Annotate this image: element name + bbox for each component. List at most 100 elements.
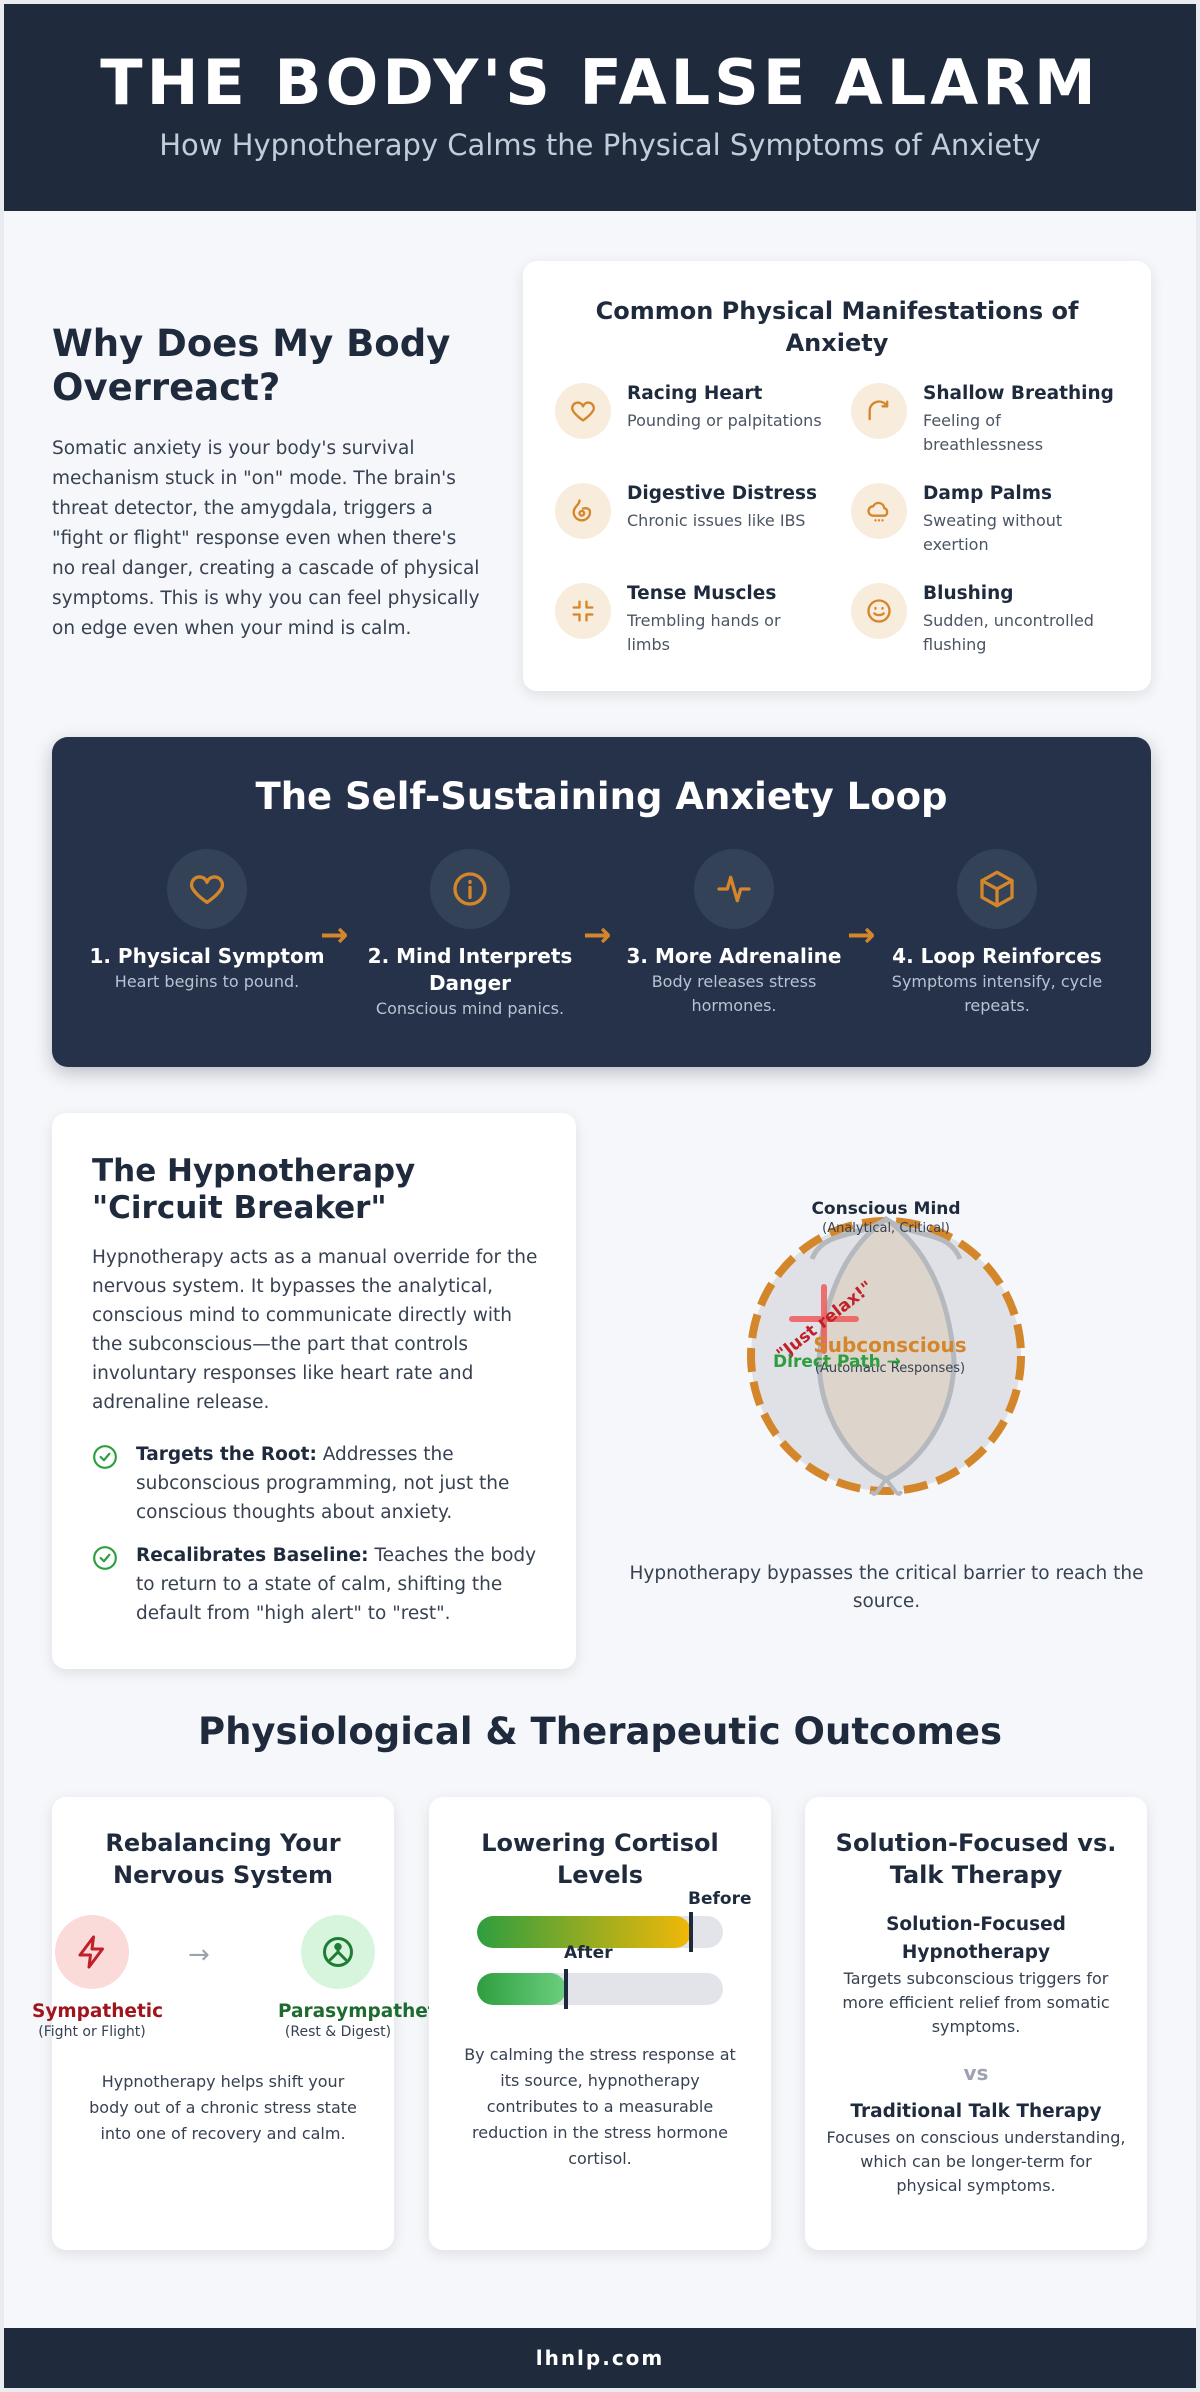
manifestation-title: Shallow Breathing [923,383,1114,404]
manifestation-item: Shallow Breathing Feeling of breathlessn… [851,383,1131,463]
hero-banner: THE BODY'S FALSE ALARM How Hypnotherapy … [4,4,1196,211]
after-bar-track [477,1973,723,2005]
subconscious-sub: (Automatic Responses) [815,1361,965,1376]
loop-title: The Self-Sustaining Anxiety Loop [255,775,948,818]
manifestation-title: Blushing [923,583,1014,604]
before-bar-fill [477,1916,691,1948]
sympathetic-label: Sympathetic [32,2001,164,2022]
conscious-sub: (Analytical, Critical) [822,1221,950,1236]
loop-step-title: 4. Loop Reinforces [892,944,1102,968]
subconscious-label: Subconscious [813,1333,966,1357]
why-title: Why Does My Body Overreact? [52,322,451,409]
loop-step: 2. Mind Interprets Danger Conscious mind… [350,849,590,1021]
stem-curve [870,1477,903,1496]
solution-focused-block: Solution-Focused Hypnotherapy Targets su… [825,1911,1127,2039]
stomach-icon [555,483,611,539]
manifestation-item: Digestive Distress Chronic issues like I… [555,483,835,563]
loop-step-desc: Symptoms intensify, cycle repeats. [891,972,1103,1015]
manifestation-title: Racing Heart [627,383,763,404]
solution-focused-title: Solution-Focused Hypnotherapy [886,1914,1066,1963]
heart-icon [167,849,247,929]
after-marker [564,1969,568,2009]
manifestation-desc: Sweating without exertion [923,511,1063,554]
blocked-cross-icon [789,1284,859,1354]
sympathetic-sub: (Fight or Flight) [38,2024,146,2040]
anxiety-loop-panel: The Self-Sustaining Anxiety Loop 1. Phys… [52,737,1151,1067]
loop-step-title: 2. Mind Interprets Danger [367,944,573,995]
manifestation-desc: Feeling of breathlessness [923,411,1044,454]
mind-diagram: Conscious Mind (Analytical, Critical) "J… [747,1199,1025,1496]
outcomes-title: Physiological & Therapeutic Outcomes [197,1710,1003,1753]
loop-step-title: 1. Physical Symptom [89,944,325,968]
conscious-label: Conscious Mind [811,1199,960,1219]
loop-step-desc: Body releases stress hormones. [651,972,817,1015]
manifestation-title: Tense Muscles [627,583,777,604]
benefit-text: Teaches the body to return to a state of… [136,1545,537,1624]
loop-step-desc: Heart begins to pound. [114,972,300,991]
solution-focused-text: Targets subconscious triggers for more e… [842,1969,1110,2036]
manifestation-item: Damp Palms Sweating without exertion [851,483,1131,563]
balance-icon [301,1915,375,1989]
benefit-strong: Recalibrates Baseline: [136,1545,369,1566]
manifestations-card: Common Physical Manifestations of Anxiet… [523,261,1151,691]
after-label: After [564,1943,613,1963]
benefit-strong: Targets the Root: [136,1444,317,1465]
manifestation-title: Damp Palms [923,483,1052,504]
before-label: Before [688,1889,752,1909]
loop-arrow: → [583,915,612,955]
parasympathetic-sub: (Rest & Digest) [284,2024,392,2040]
why-section: Why Does My Body Overreact? Somatic anxi… [52,322,482,644]
manifestation-item: Tense Muscles Trembling hands or limbs [555,583,835,663]
cloud-icon [851,483,907,539]
cortisol-title: Lowering Cortisol Levels [481,1829,719,1889]
manifestation-item: Racing Heart Pounding or palpitations [555,383,835,463]
benefit-text: Addresses the subconscious programming, … [136,1444,510,1523]
vs-label: vs [963,2061,989,2085]
manifestation-desc: Chronic issues like IBS [627,511,806,530]
footer[interactable]: lhnlp.com [4,2328,1196,2388]
talk-therapy-block: Traditional Talk Therapy Focuses on cons… [825,2098,1127,2198]
before-marker [689,1912,693,1952]
breath-icon [851,383,907,439]
manifestation-title: Digestive Distress [627,483,817,504]
parasympathetic-label: Parasympathetic [278,2001,454,2022]
loop-step: 4. Loop Reinforces Symptoms intensify, c… [877,849,1117,1018]
infographic-page: THE BODY'S FALSE ALARM How Hypnotherapy … [4,4,1196,2388]
shift-arrow: → [188,1940,210,1970]
direct-path-label: Direct Path → [773,1352,901,1372]
page-subtitle: How Hypnotherapy Calms the Physical Symp… [159,128,1041,162]
loop-step: 1. Physical Symptom Heart begins to poun… [87,849,327,994]
nervous-system-card: Rebalancing Your Nervous System Sympathe… [32,1797,454,2250]
loop-step-desc: Conscious mind panics. [375,999,565,1018]
benefit-item: Targets the Root: Addresses the subconsc… [92,1440,542,1527]
talk-therapy-text: Focuses on conscious understanding, whic… [826,2128,1126,2195]
therapy-title: Solution-Focused vs. Talk Therapy [835,1829,1117,1889]
parasympathetic-node: Parasympathetic (Rest & Digest) [278,1915,454,2040]
after-bar-fill [477,1973,566,2005]
manifestation-desc: Sudden, uncontrolled flushing [923,611,1094,654]
pulse-icon [694,849,774,929]
heart-icon [555,383,611,439]
benefit-item: Recalibrates Baseline: Teaches the body … [92,1541,542,1628]
loop-arrow: → [320,915,349,955]
manifestation-item: Blushing Sudden, uncontrolled flushing [851,583,1131,663]
why-text: Somatic anxiety is your body's survival … [52,438,480,639]
check-circle-icon [93,1546,117,1570]
sympathetic-node: Sympathetic (Fight or Flight) [32,1915,164,2040]
nervous-title: Rebalancing Your Nervous System [105,1829,341,1889]
diagram-caption: Hypnotherapy bypasses the critical barri… [629,1563,1144,1612]
loop-step-title: 3. More Adrenaline [626,944,842,968]
nervous-text: Hypnotherapy helps shift your body out o… [89,2072,357,2143]
lightning-icon [55,1915,129,1989]
info-icon [430,849,510,929]
manifestation-desc: Trembling hands or limbs [627,611,781,654]
barrier-curve-left [809,1216,888,1261]
cortisol-card: Lowering Cortisol Levels Before After By… [429,1797,771,2250]
page-title: THE BODY'S FALSE ALARM [100,46,1100,119]
manifestations-title: Common Physical Manifestations of Anxiet… [595,297,1079,357]
manifestation-desc: Pounding or palpitations [627,411,822,430]
loop-step: 3. More Adrenaline Body releases stress … [614,849,854,1018]
therapy-compare-card: Solution-Focused vs. Talk Therapy Soluti… [805,1797,1147,2250]
barrier-curve-right [884,1216,963,1261]
circuit-breaker-card: The Hypnotherapy "Circuit Breaker" Hypno… [52,1113,576,1669]
